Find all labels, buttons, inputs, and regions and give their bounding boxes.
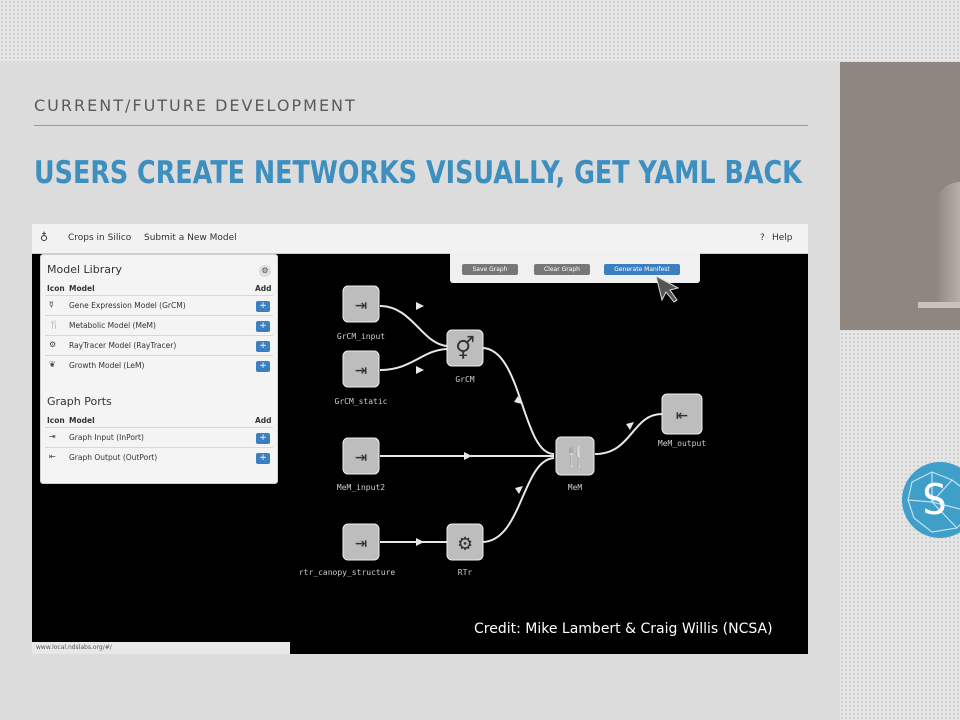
port-out-icon: ⇤: [676, 402, 688, 426]
graph-edge: [379, 305, 448, 347]
gear-icon: ⚙: [49, 340, 57, 349]
add-model-button[interactable]: +: [256, 341, 270, 352]
node-grcm-static[interactable]: ⇥ GrCM_static: [335, 350, 388, 406]
divider: [45, 335, 273, 336]
add-port-button[interactable]: +: [256, 433, 270, 444]
node-mem-output[interactable]: ⇤ MeM_output: [658, 393, 706, 448]
node-label: MeM: [568, 483, 583, 492]
node-label: MeM_input2: [337, 483, 385, 492]
generate-manifest-button[interactable]: Generate Manifest: [604, 264, 680, 275]
node-label: GrCM_input: [337, 332, 385, 341]
port-in-icon: ⇥: [355, 444, 367, 468]
help-icon[interactable]: ?: [760, 233, 765, 243]
nav-submit-model[interactable]: Submit a New Model: [144, 233, 237, 243]
svg-text:S: S: [922, 475, 947, 524]
clear-graph-button[interactable]: Clear Graph: [534, 264, 590, 275]
leaf-icon: ❦: [49, 360, 56, 369]
node-mem[interactable]: 🍴 MeM: [555, 436, 595, 492]
add-port-button[interactable]: +: [256, 453, 270, 464]
col-icon: Icon: [47, 416, 65, 425]
cursor-icon: [655, 275, 680, 303]
section-label: CURRENT/FUTURE DEVELOPMENT: [34, 96, 357, 115]
speaker-photo: [840, 62, 960, 330]
divider: [45, 447, 273, 448]
port-item: Graph Output (OutPort): [69, 453, 158, 462]
node-label: GrCM_static: [335, 397, 388, 406]
app-logo-icon[interactable]: ♁: [40, 231, 49, 244]
col-model: Model: [69, 284, 95, 293]
photo-object: [918, 302, 960, 308]
graph-canvas[interactable]: ⇥ GrCM_input ⇥ GrCM_static ⚥ GrCM ⇥ MeM_…: [32, 224, 808, 654]
port-in-icon: ⇥: [355, 292, 367, 316]
col-icon: Icon: [47, 284, 65, 293]
node-label: RTr: [458, 568, 473, 577]
model-item: RayTracer Model (RayTracer): [69, 341, 177, 350]
node-label: MeM_output: [658, 439, 706, 448]
graph-edge: [594, 413, 663, 455]
graph-edge: [379, 348, 448, 371]
fork-knife-icon: 🍴: [563, 444, 588, 468]
nav-help[interactable]: Help: [772, 233, 793, 243]
status-bar: www.local.ndslabs.org/#/: [32, 642, 290, 654]
logo-icon: S: [902, 462, 960, 538]
nav-brand[interactable]: Crops in Silico: [68, 233, 132, 243]
graph-ports-title: Graph Ports: [47, 395, 112, 408]
port-in-icon: ⇥: [355, 530, 367, 554]
gear-icon: ⚙: [458, 531, 471, 556]
app-navbar: ♁ Crops in Silico Submit a New Model ? H…: [32, 224, 808, 254]
model-sidebar: Model Library ⚙ Icon Model Add ☿ Gene Ex…: [40, 254, 278, 484]
node-rtr[interactable]: ⚙ RTr: [446, 523, 484, 577]
add-model-button[interactable]: +: [256, 361, 270, 372]
divider: [45, 355, 273, 356]
node-label: GrCM: [455, 375, 474, 384]
divider: [45, 427, 273, 428]
model-item: Growth Model (LeM): [69, 361, 145, 370]
graph-edge: [481, 457, 555, 543]
photo-shadow: [936, 182, 960, 302]
fork-knife-icon: 🍴: [49, 320, 59, 329]
node-mem-input2[interactable]: ⇥ MeM_input2: [337, 437, 385, 492]
model-item: Metabolic Model (MeM): [69, 321, 156, 330]
graph-edge: [481, 347, 555, 455]
add-model-button[interactable]: +: [256, 301, 270, 312]
node-grcm[interactable]: ⚥ GrCM: [446, 329, 484, 384]
model-item: Gene Expression Model (GrCM): [69, 301, 186, 310]
node-grcm-input[interactable]: ⇥ GrCM_input: [337, 285, 385, 341]
col-add: Add: [255, 416, 272, 425]
divider: [45, 295, 273, 296]
node-label: rtr_canopy_structure: [299, 568, 396, 577]
save-graph-button[interactable]: Save Graph: [462, 264, 518, 275]
credit-text: Credit: Mike Lambert & Craig Willis (NCS…: [474, 621, 773, 637]
gene-icon: ☿: [49, 300, 54, 309]
gene-icon: ⚥: [455, 335, 475, 362]
col-add: Add: [255, 284, 272, 293]
slide-title: USERS CREATE NETWORKS VISUALLY, GET YAML…: [34, 155, 802, 191]
model-library-title: Model Library: [47, 263, 122, 276]
port-in-icon: ⇥: [49, 432, 56, 441]
settings-icon[interactable]: ⚙: [259, 265, 271, 277]
divider: [45, 315, 273, 316]
node-rtr-canopy[interactable]: ⇥ rtr_canopy_structure: [299, 523, 396, 577]
port-item: Graph Input (InPort): [69, 433, 144, 442]
port-out-icon: ⇤: [49, 452, 56, 461]
header-rule: [34, 125, 808, 126]
col-model: Model: [69, 416, 95, 425]
app-screenshot: ♁ Crops in Silico Submit a New Model ? H…: [32, 224, 808, 654]
add-model-button[interactable]: +: [256, 321, 270, 332]
port-in-icon: ⇥: [355, 357, 367, 381]
